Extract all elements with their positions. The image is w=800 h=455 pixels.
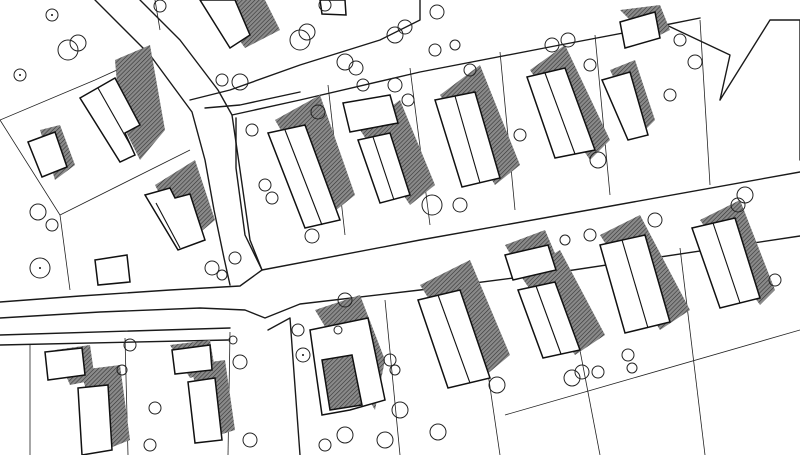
road-upper-right-edge xyxy=(659,21,731,101)
building-row1-g xyxy=(619,11,661,49)
building-nw-small xyxy=(27,131,68,178)
building-row1-a xyxy=(266,124,341,229)
building-row1-e xyxy=(526,67,597,159)
building-sw-b xyxy=(77,384,113,455)
building-row1-c xyxy=(357,132,411,204)
building-west-garage xyxy=(94,254,131,286)
building-row1-f xyxy=(600,71,649,141)
road-lower-plot-frame xyxy=(267,317,301,455)
building-top-center xyxy=(319,0,347,16)
road-top-street xyxy=(189,0,421,101)
building-row1-b xyxy=(342,94,399,133)
building-west-mid xyxy=(143,187,206,251)
building-row2-b xyxy=(504,244,557,281)
road-upper-right-building-outline xyxy=(719,19,800,161)
building-sw-a xyxy=(44,347,86,381)
building-lower-center-stair xyxy=(321,354,363,411)
road-left-sidestreet-upper xyxy=(0,327,231,336)
building-shadows xyxy=(40,0,775,450)
trees xyxy=(13,0,782,452)
road-upper-spur-lower xyxy=(235,117,263,271)
building-sw-d xyxy=(187,377,223,444)
road-main-upper-edge xyxy=(0,171,800,303)
road-top-street-2 xyxy=(204,91,301,109)
buildings xyxy=(27,0,761,455)
building-top-left-a xyxy=(199,0,251,50)
road-left-sidestreet-lower xyxy=(0,339,229,346)
building-sw-c xyxy=(171,344,213,375)
